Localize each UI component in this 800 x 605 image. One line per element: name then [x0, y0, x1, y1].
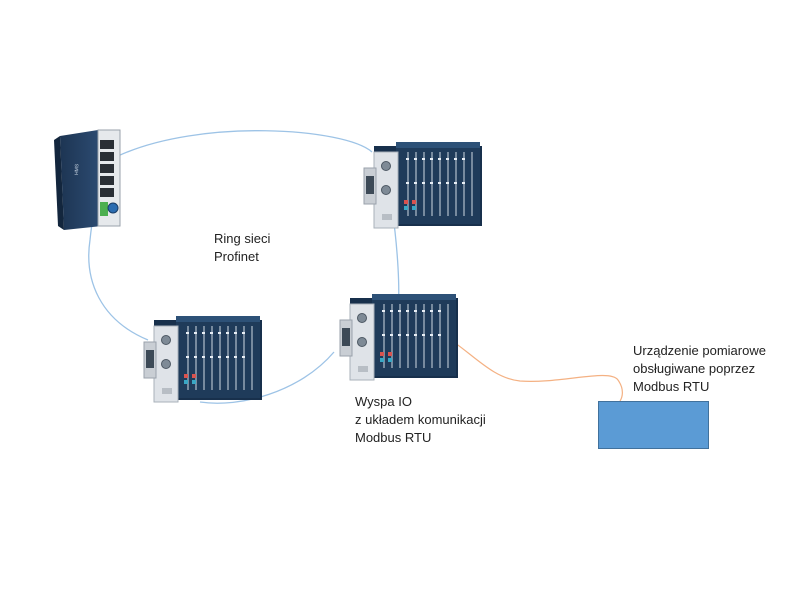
io-island-label-line-2: z układem komunikacji: [355, 412, 486, 427]
profinet-gateway-icon: HMS: [54, 129, 121, 230]
device-label-line-2: obsługiwane poprzez: [633, 361, 756, 376]
io-island-label-line-1: Wyspa IO: [355, 394, 412, 409]
measuring-device-box: [598, 401, 709, 449]
io-island-icon: [363, 141, 483, 229]
io-island-label: Wyspa IO z układem komunikacji Modbus RT…: [355, 393, 486, 447]
device-label-line-3: Modbus RTU: [633, 379, 710, 394]
io-island-icon: [339, 293, 459, 381]
ring-network-label: Ring sieci Profinet: [214, 230, 270, 266]
modbus-serial-line: [439, 332, 623, 402]
io-island-label-line-3: Modbus RTU: [355, 430, 432, 445]
io-island-icon: [143, 315, 263, 403]
device-label-line-1: Urządzenie pomiarowe: [633, 343, 766, 358]
profinet-ring-line: [88, 130, 400, 404]
ring-label-line-1: Ring sieci: [214, 231, 271, 246]
measuring-device-label: Urządzenie pomiarowe obsługiwane poprzez…: [633, 342, 766, 396]
svg-text:HMS: HMS: [74, 163, 80, 175]
ring-label-line-2: Profinet: [214, 249, 259, 264]
